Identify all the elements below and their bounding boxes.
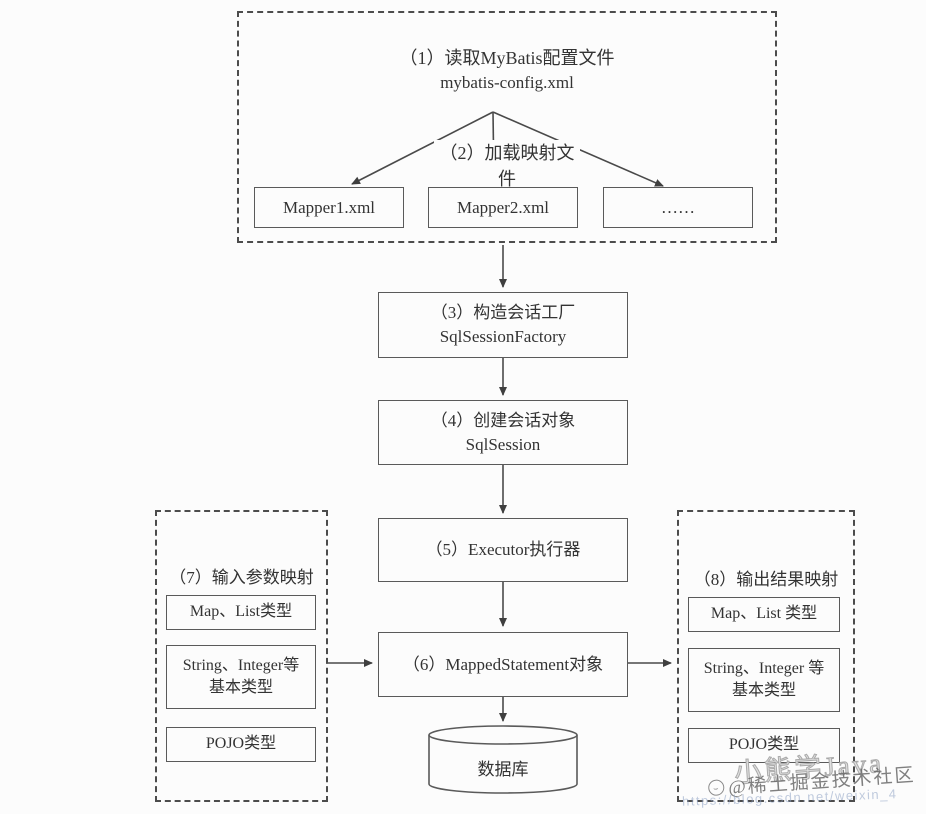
- executor-label: （5）Executor执行器: [425, 540, 581, 560]
- session-factory-line1: （3）构造会话工厂: [430, 303, 576, 323]
- mapper1-box: Mapper1.xml: [254, 187, 404, 228]
- sql-session-box: （4）创建会话对象 SqlSession: [378, 400, 628, 465]
- step2-label: （2）加载映射文件: [434, 140, 580, 193]
- mapper1-label: Mapper1.xml: [282, 197, 376, 217]
- config-load-group: [237, 11, 777, 243]
- input-map-list-label: Map、List类型: [189, 603, 293, 621]
- executor-box: （5）Executor执行器: [378, 518, 628, 582]
- output-map-list-label: Map、List 类型: [710, 605, 818, 623]
- mapper2-box: Mapper2.xml: [428, 187, 578, 228]
- output-primitive-line1: String、Integer 等: [703, 659, 825, 677]
- output-mapping-title: （8）输出结果映射: [693, 570, 839, 589]
- input-pojo-label: POJO类型: [205, 735, 277, 753]
- arrow-config-to-mapper1: [351, 111, 494, 185]
- database-cylinder: 数据库: [427, 723, 579, 797]
- step1-label-line1: （1）读取MyBatis配置文件: [399, 48, 615, 68]
- step1-label-line2: mybatis-config.xml: [440, 73, 574, 93]
- mapper2-label: Mapper2.xml: [456, 197, 550, 217]
- mapped-statement-label: （6）MappedStatement对象: [402, 654, 604, 674]
- output-pojo-box: POJO类型: [688, 728, 840, 763]
- input-primitive-line1: String、Integer等: [182, 656, 300, 674]
- session-factory-box: （3）构造会话工厂 SqlSessionFactory: [378, 292, 628, 358]
- database-icon: [428, 725, 578, 794]
- step1-label: （1）读取MyBatis配置文件 mybatis-config.xml: [237, 45, 777, 96]
- output-primitive-line2: 基本类型: [731, 682, 796, 699]
- database-label: 数据库: [477, 760, 529, 779]
- input-primitive-box: String、Integer等 基本类型: [166, 645, 316, 709]
- output-primitive-box: String、Integer 等 基本类型: [688, 648, 840, 712]
- output-map-list-box: Map、List 类型: [688, 597, 840, 632]
- input-primitive-line2: 基本类型: [208, 679, 273, 696]
- output-pojo-label: POJO类型: [728, 736, 800, 754]
- sql-session-line2: SqlSession: [465, 434, 541, 454]
- input-map-list-box: Map、List类型: [166, 595, 316, 630]
- mapper-more-box: ……: [603, 187, 753, 228]
- output-mapping-group: [677, 510, 855, 802]
- input-mapping-title: （7）输入参数映射: [169, 568, 314, 587]
- session-factory-line2: SqlSessionFactory: [439, 327, 567, 346]
- input-pojo-box: POJO类型: [166, 727, 316, 762]
- sql-session-line1: （4）创建会话对象: [430, 410, 576, 430]
- mapper-more-label: ……: [661, 197, 695, 217]
- mapped-statement-box: （6）MappedStatement对象: [378, 632, 628, 697]
- input-mapping-group: [155, 510, 328, 802]
